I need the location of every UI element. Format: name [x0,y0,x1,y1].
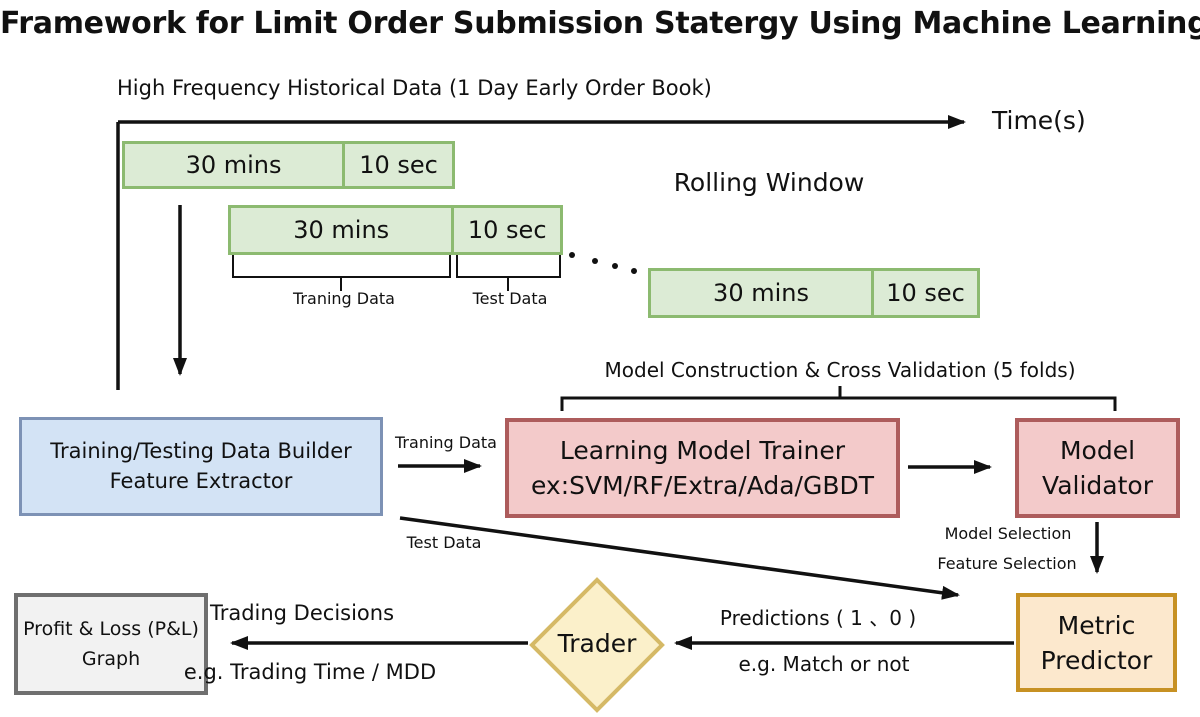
metric-predictor-line2: Predictor [1040,645,1153,675]
metric-predictor-line1: Metric [1057,610,1136,640]
model-validator-node: Model Validator [1015,418,1180,518]
historical-data-header: High Frequency Historical Data (1 Day Ea… [117,76,712,100]
data-builder-line1: Training/Testing Data Builder [50,439,352,464]
training-data-brace [232,253,451,291]
pnl-node: Profit & Loss (P&L) Graph [14,593,208,695]
rolling-ellipsis-dots [569,252,637,274]
test-data-brace [456,253,561,291]
edge-traning-data-label: Traning Data [395,433,497,452]
window-bar-2-test: 10 sec [451,208,560,252]
trader-label: Trader [557,629,637,658]
window-bar-1: 30 mins 10 sec [122,141,455,189]
match-or-not-label: e.g. Match or not [738,652,910,676]
predictions-label: Predictions ( 1 、0 ) [719,606,917,630]
window-bar-1-test: 10 sec [342,144,452,186]
pnl-line1: Profit & Loss (P&L) [23,617,199,640]
trading-time-mdd-label: e.g. Trading Time / MDD [183,660,437,684]
model-validator-line2: Validator [1042,471,1153,500]
window-bar-3: 30 mins 10 sec [648,268,980,318]
pnl-line2: Graph [81,648,141,670]
training-data-brace-label: Traning Data [293,289,395,308]
metric-predictor-node: Metric Predictor [1016,593,1177,692]
window-bar-3-train: 30 mins [713,279,809,307]
window-bar-2-train: 30 mins [293,216,390,244]
model-trainer-line1: Learning Model Trainer [559,436,846,465]
test-data-diagonal-arrow [399,516,960,600]
feature-selection-label: Feature Selection [937,554,1077,573]
diagram-title: Framework for Limit Order Submission Sta… [0,6,1200,41]
time-axis-label: Time(s) [992,106,1086,135]
model-selection-label: Model Selection [944,524,1072,543]
window-bar-2: 30 mins 10 sec [228,205,563,255]
model-validator-line1: Model [1059,436,1136,465]
model-trainer-node: Learning Model Trainer ex:SVM/RF/Extra/A… [505,418,900,518]
rolling-window-label: Rolling Window [673,168,865,197]
trading-decisions-label: Trading Decisions [209,601,395,625]
window-bar-1-train: 30 mins [185,151,282,179]
window-bar-3-test: 10 sec [871,271,977,315]
edge-test-data-label: Test Data [406,533,482,552]
cross-validation-bracket [560,386,1117,411]
model-trainer-line2: ex:SVM/RF/Extra/Ada/GBDT [530,471,875,500]
test-data-brace-label: Test Data [472,289,548,308]
data-builder-node: Training/Testing Data Builder Feature Ex… [19,417,383,516]
cross-validation-label: Model Construction & Cross Validation (5… [604,358,1076,382]
data-builder-line2: Feature Extractor [109,468,293,493]
